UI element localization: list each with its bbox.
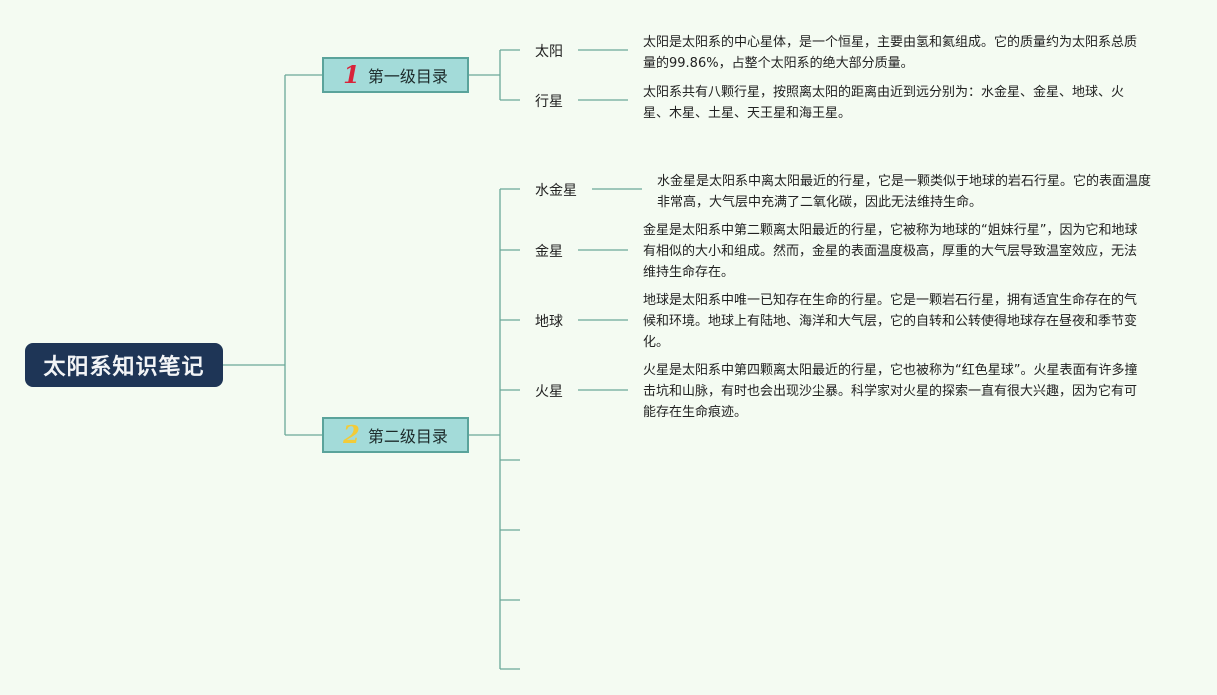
branch-number-2: 2	[343, 420, 360, 449]
root-node[interactable]: 太阳系知识笔记	[25, 343, 223, 387]
root-title: 太阳系知识笔记	[43, 355, 205, 380]
connector-branch-2	[469, 188, 520, 670]
desc-sun: 太阳是太阳系的中心星体，是一个恒星，主要由氢和氦组成。它的质量约为太阳系总质量的…	[643, 35, 1138, 71]
topic-venus[interactable]: 金星	[535, 244, 563, 260]
branch-node-2[interactable]: 2 第二级目录	[322, 417, 469, 453]
branch-label-1: 第一级目录	[367, 67, 448, 86]
connector-branch-1	[469, 49, 520, 101]
desc-earth: 地球是太阳系中唯一已知存在生命的行星。它是一颗岩石行星，拥有适宜生命存在的气候和…	[643, 293, 1138, 350]
desc-mercury: 水金星是太阳系中离太阳最近的行星，它是一颗类似于地球的岩石行星。它的表面温度非常…	[657, 174, 1152, 210]
connector-root	[223, 74, 322, 436]
topic-sun[interactable]: 太阳	[535, 44, 563, 60]
branch-node-1[interactable]: 1 第一级目录	[322, 57, 469, 93]
desc-mars: 火星是太阳系中第四颗离太阳最近的行星，它也被称为“红色星球”。火星表面有许多撞击…	[643, 363, 1138, 420]
branch-label-2: 第二级目录	[367, 427, 448, 446]
connector-topics	[578, 49, 642, 391]
branch-number-1: 1	[343, 60, 360, 89]
desc-planets: 太阳系共有八颗行星，按照离太阳的距离由近到远分别为：水金星、金星、地球、火星、木…	[643, 85, 1125, 121]
topic-planets[interactable]: 行星	[535, 94, 563, 110]
topic-earth[interactable]: 地球	[535, 314, 563, 330]
desc-venus: 金星是太阳系中第二颗离太阳最近的行星，它被称为地球的“姐妹行星”，因为它和地球有…	[643, 223, 1138, 280]
topic-mercury[interactable]: 水金星	[535, 183, 577, 199]
topic-mars[interactable]: 火星	[535, 384, 563, 400]
